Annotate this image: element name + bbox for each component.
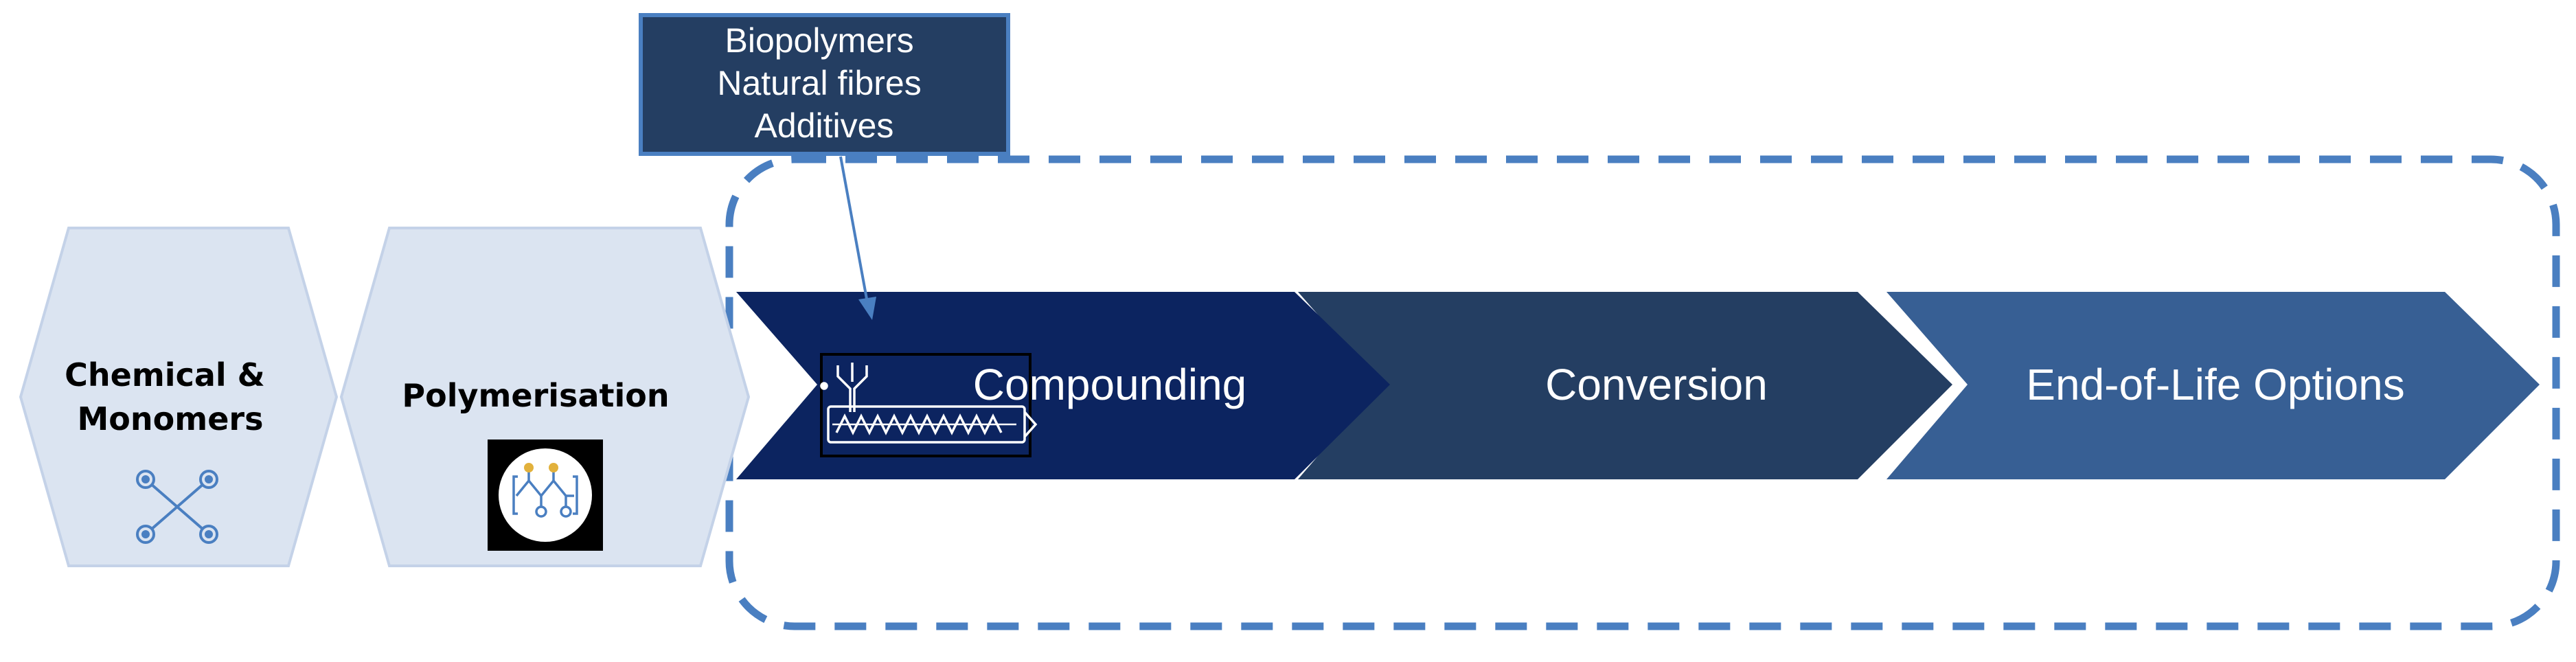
- step-conversion: Conversion: [1298, 292, 1952, 479]
- callout-line-3: Additives: [755, 106, 894, 145]
- svg-text:Biopolymers Natural fibr: Biopolymers Natural fibres Additives: [717, 21, 931, 145]
- end-of-life-options-label: End-of-Life Options: [2026, 360, 2404, 409]
- hexagon-2-label: Polymerisation: [402, 377, 669, 414]
- svg-text:Chemical & Monomers: Chemical & Monomers: [65, 356, 276, 437]
- hexagon-chemical-monomers: Chemical & Monomers: [19, 227, 339, 567]
- hexagon-1-label-line-1: Chemical &: [65, 356, 265, 393]
- molecule-icon: [136, 470, 218, 544]
- step-compounding: Compounding: [736, 292, 1390, 479]
- polymer-chain-icon: [488, 440, 603, 551]
- callout-line-1: Biopolymers: [725, 21, 913, 60]
- compounding-label: Compounding: [973, 360, 1247, 409]
- callout-pointer-arrowhead: [858, 297, 876, 320]
- materials-callout: Biopolymers Natural fibres Additives: [639, 13, 1010, 320]
- hexagon-1-label-line-2: Monomers: [78, 400, 264, 437]
- hexagon-polymerisation: Polymerisation: [339, 227, 751, 567]
- callout-pointer-line: [839, 156, 869, 307]
- extruder-screw-icon: [820, 353, 1038, 457]
- conversion-label: Conversion: [1545, 360, 1768, 409]
- callout-line-2: Natural fibres: [717, 64, 921, 102]
- svg-text:Polymerisation: Polymerisation: [402, 377, 669, 414]
- step-end-of-life-options: End-of-Life Options: [1887, 292, 2540, 479]
